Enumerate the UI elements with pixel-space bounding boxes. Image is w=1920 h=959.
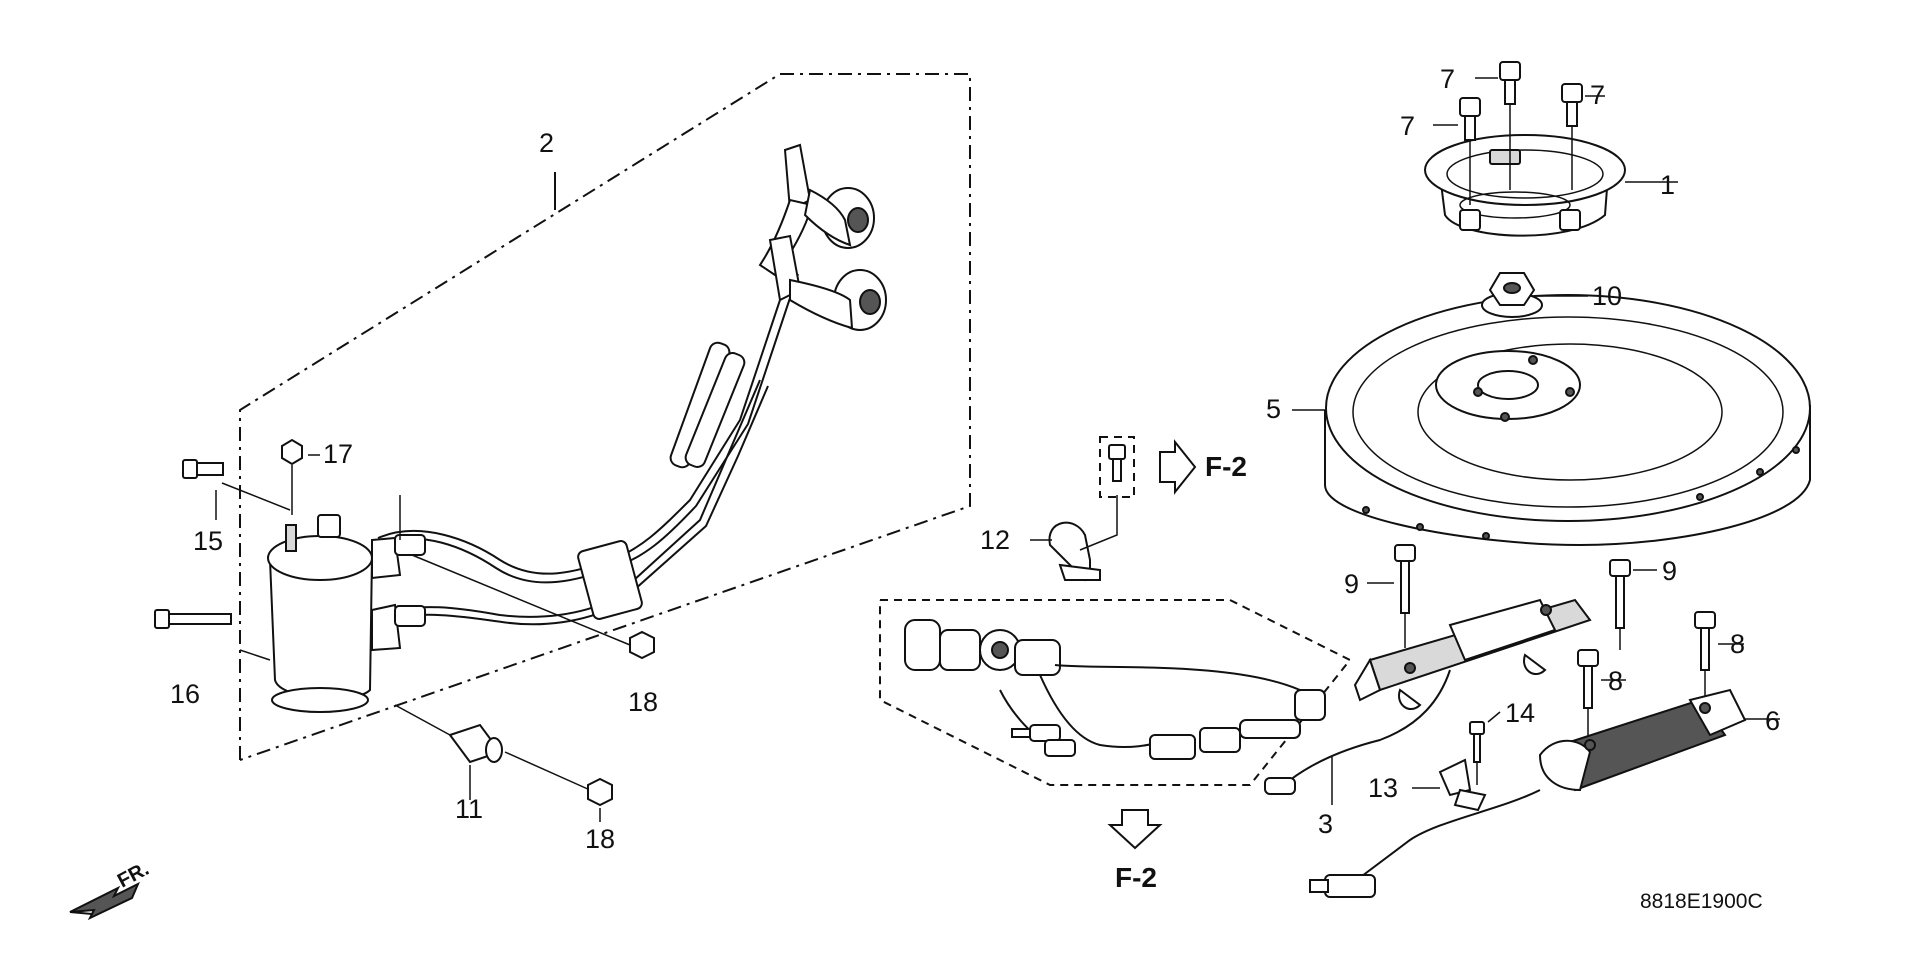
callout-2: 2 <box>539 128 554 158</box>
f2-arrow-down <box>1107 809 1163 850</box>
flywheel-5 <box>1292 294 1811 547</box>
flywheel-nut-10 <box>1481 272 1588 318</box>
callout-1: 1 <box>1660 170 1675 200</box>
callout-17: 17 <box>323 439 353 469</box>
bolt-7-center <box>1475 61 1521 190</box>
drawing-code: 8818E1900C <box>1640 890 1763 913</box>
bolt-9-right <box>1609 559 1657 650</box>
coil-assembly-outline <box>239 73 971 761</box>
bolt-9-left <box>1367 544 1416 648</box>
callout-13: 13 <box>1368 773 1398 803</box>
callout-16: 16 <box>170 679 200 709</box>
ignition-module-3 <box>1264 598 1592 805</box>
callout-15: 15 <box>193 526 223 556</box>
callout-14: 14 <box>1505 698 1535 728</box>
f2-arrow-right <box>1159 439 1197 495</box>
callout-8-right: 8 <box>1730 629 1745 659</box>
callout-10: 10 <box>1592 281 1622 311</box>
bolt-15 <box>182 459 291 511</box>
reference-f2-down: F-2 <box>1115 862 1157 893</box>
charge-coil-6 <box>1309 688 1780 898</box>
callout-18-upper: 18 <box>628 687 658 717</box>
bolt-8-right <box>1694 611 1744 705</box>
callout-3: 3 <box>1318 809 1333 839</box>
callout-6: 6 <box>1765 706 1780 736</box>
bolt-16 <box>154 609 271 661</box>
bolt-7-right <box>1561 83 1605 190</box>
callout-18-lower: 18 <box>585 824 615 854</box>
callout-9-right: 9 <box>1662 556 1677 586</box>
nut-18-lower <box>587 777 613 822</box>
callout-7-right: 7 <box>1590 80 1605 110</box>
callout-9-left: 9 <box>1344 569 1359 599</box>
callout-11: 11 <box>455 794 483 824</box>
screw-14 <box>1469 711 1501 785</box>
callout-7-left: 7 <box>1400 111 1415 141</box>
nut-17 <box>281 438 320 515</box>
ignition-coil <box>267 514 426 713</box>
clip-13 <box>1412 758 1487 812</box>
harness-outline <box>879 599 1352 786</box>
callout-12: 12 <box>980 525 1010 555</box>
callout-7-center: 7 <box>1440 64 1455 94</box>
bolt-7-left <box>1433 97 1481 205</box>
callout-5: 5 <box>1266 394 1281 424</box>
bolt-f2-box <box>1079 436 1135 551</box>
reference-f2-right: F-2 <box>1205 451 1247 482</box>
callout-8-left: 8 <box>1608 666 1623 696</box>
nut-18-upper <box>411 554 655 660</box>
bolt-8-left <box>1577 649 1626 745</box>
spark-plug-wire-set <box>377 143 887 626</box>
collar-11 <box>394 704 591 800</box>
bracket-12 <box>1030 521 1101 582</box>
front-marker-label: FR. <box>114 858 153 893</box>
starter-pulley-1 <box>1424 134 1678 237</box>
front-direction-arrow <box>69 881 140 921</box>
